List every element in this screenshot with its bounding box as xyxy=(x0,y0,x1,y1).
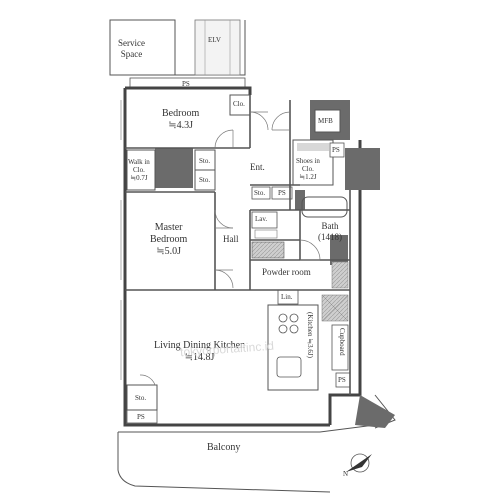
lavatory-label: Lav. xyxy=(255,215,268,223)
kitchen-sink xyxy=(276,356,302,378)
storage-box-2 xyxy=(194,169,216,191)
balcony-slab xyxy=(355,395,395,428)
elv-label: ELV xyxy=(208,36,221,44)
compass-icon xyxy=(346,453,372,473)
lavatory-sink xyxy=(254,229,278,239)
ldk-ps-label: PS xyxy=(137,413,145,421)
shoes-closet-shade xyxy=(297,143,329,151)
door-swings xyxy=(139,111,321,386)
ps-box-right xyxy=(329,142,345,158)
powder-hatch xyxy=(331,261,349,289)
exterior-walls xyxy=(123,86,362,427)
walk-in-closet xyxy=(126,149,156,191)
linen-label: Lin. xyxy=(281,293,293,301)
linen-box xyxy=(277,289,299,305)
bedroom-closet xyxy=(229,94,251,116)
ps-label-top: PS xyxy=(182,80,190,88)
mfb-box xyxy=(314,109,341,133)
washer-area xyxy=(251,241,285,259)
compass-label: N xyxy=(343,470,349,478)
stove-burners xyxy=(278,313,299,334)
bedroom-label: Bedroom≒4.3J xyxy=(162,108,200,131)
kitchen-counter xyxy=(267,304,319,391)
ldk-storage-label: Sto. xyxy=(135,394,147,402)
ps-box-mid xyxy=(271,186,293,200)
mfb-label: MFB xyxy=(318,117,333,125)
shoes-closet xyxy=(292,139,334,186)
kitchen-label: (Kitchen ≒3.6J) xyxy=(306,312,314,358)
cupboard-box xyxy=(331,324,349,371)
entrance-label: Ent. xyxy=(250,162,265,172)
storage-box-3 xyxy=(251,186,271,200)
balcony-outline xyxy=(117,394,396,493)
interior-walls xyxy=(125,95,351,395)
bath-label: Bath(1418) xyxy=(318,221,342,242)
hall-label: Hall xyxy=(223,234,239,244)
closet-label: Clo. xyxy=(233,100,245,108)
ps-label-mid: PS xyxy=(278,189,286,197)
storage-label-2: Sto. xyxy=(199,176,211,184)
ps-box-low xyxy=(335,372,351,388)
lavatory-counter xyxy=(251,211,278,229)
ldk-label: Living Dining Kitchen≒14.8J xyxy=(154,340,246,363)
structural-columns xyxy=(155,100,380,265)
powder-room-label: Powder room xyxy=(262,267,311,277)
cupboard-label: Cupboard xyxy=(338,328,346,356)
ps-label-right: PS xyxy=(332,146,340,154)
balcony-label: Balcony xyxy=(207,442,241,453)
elevator-core xyxy=(194,19,241,76)
ldk-ps-box xyxy=(126,409,158,424)
storage-label-3: Sto. xyxy=(254,189,266,197)
ps-label-low: PS xyxy=(338,376,346,384)
fridge-cross-2 xyxy=(321,294,349,322)
storage-label-1: Sto. xyxy=(199,157,211,165)
bathtub xyxy=(301,196,348,218)
